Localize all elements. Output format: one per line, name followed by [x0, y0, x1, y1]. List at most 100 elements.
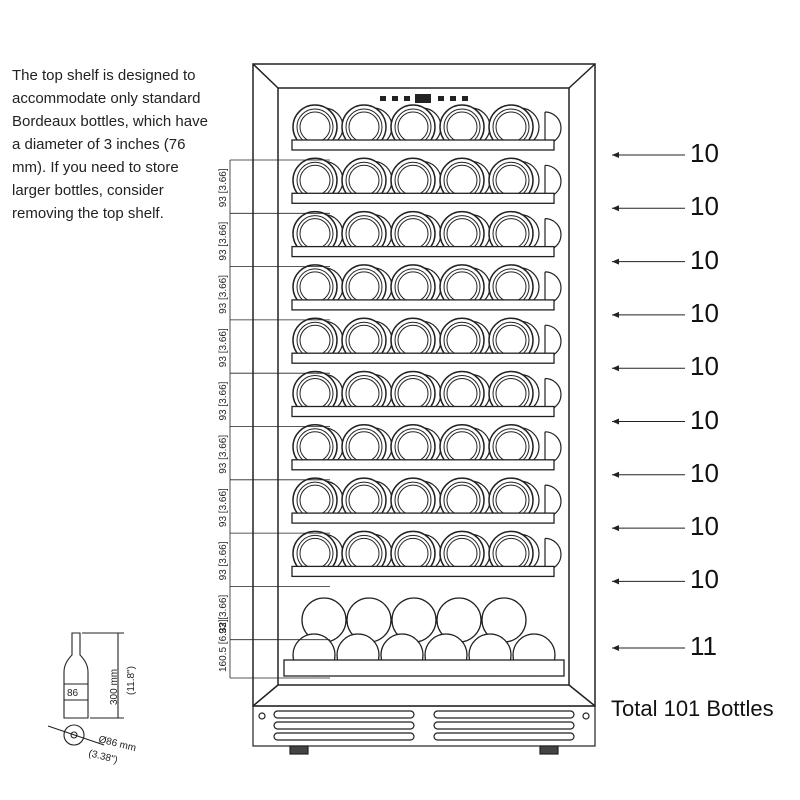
grille-frame [252, 705, 596, 747]
shelf-rail [291, 565, 555, 578]
shelf [291, 530, 562, 578]
control-button-1 [380, 96, 386, 101]
bottle-end [439, 157, 491, 204]
foot-right [539, 745, 559, 755]
count-arrows [612, 152, 685, 651]
count-arrow-head [612, 471, 619, 478]
bottle-end [488, 157, 540, 204]
grille-slot-l3 [273, 732, 415, 741]
bottle-end [488, 477, 540, 523]
shelf [291, 424, 562, 471]
control-button-3 [404, 96, 410, 101]
shelf-count: 10 [690, 191, 719, 222]
foot-left [289, 745, 309, 755]
frame-corner-tl [252, 63, 279, 89]
grille-screw-right [582, 712, 590, 720]
control-button-4 [438, 96, 444, 101]
bottle-end [488, 530, 540, 577]
bottle-end [488, 424, 540, 470]
shelf-count: 10 [690, 244, 719, 275]
shelves [291, 104, 562, 578]
frame-corner-br [568, 684, 596, 707]
shelf-dimension-label: 93 [3.66] [218, 275, 229, 314]
grille-slot-l1 [273, 710, 415, 719]
shelf-count: 10 [690, 457, 719, 488]
shelf [291, 210, 562, 258]
bottle-end [292, 157, 344, 204]
bottle-end [390, 370, 442, 417]
bottle-end [544, 218, 562, 252]
top-shelf-note: The top shelf is designed to accommodate… [12, 67, 208, 222]
control-panel [380, 94, 468, 103]
bottle-end [488, 104, 540, 150]
count-arrow-head [612, 258, 619, 265]
shelf-count: 10 [690, 564, 719, 595]
temperature-display [415, 94, 431, 103]
shelf-count: 10 [690, 138, 719, 168]
shelf [291, 477, 562, 524]
shelf-rail [291, 139, 555, 151]
shelf-count: 10 [690, 351, 719, 382]
bottle-end [544, 111, 562, 145]
bottle-end [292, 104, 344, 150]
shelf-count: 10 [690, 404, 719, 435]
count-arrow-head [612, 152, 619, 158]
grille-screw-left [258, 712, 266, 720]
bottle-end [544, 431, 562, 465]
shelf [291, 317, 562, 364]
bottle-height-mm: 300 mm [109, 669, 120, 705]
bottle-end [341, 104, 393, 150]
bottle-end [390, 157, 442, 204]
shelf-dimension-label: 93 [3.66] [218, 435, 229, 474]
bottle-label-text: 86 [67, 688, 79, 699]
count-arrow-head [612, 418, 619, 425]
frame-corner-tr [568, 63, 596, 89]
bottle-end [544, 484, 562, 518]
count-arrow-head [612, 205, 619, 212]
bottle-end [488, 370, 540, 417]
grille-slot-r3 [433, 732, 575, 741]
bottle-end [292, 264, 344, 310]
bottle-diameter-line [47, 725, 105, 746]
frame-corner-bl [252, 684, 279, 707]
base-grille [252, 705, 596, 755]
control-button-2 [392, 96, 398, 101]
dimension-lines: 93 [3.66] 93 [3.66] 93 [3.66] 93 [3.66] 93 [… [218, 159, 330, 679]
bottle-end [439, 424, 491, 470]
bottle-end [544, 537, 562, 571]
shelf-dimension-label: 93 [3.66] [218, 488, 229, 527]
bottle-reference [47, 632, 124, 746]
shelf-rail [291, 512, 555, 524]
bottle-end [544, 324, 562, 358]
shelf-dimension-label: 93 [3.66] [218, 595, 229, 634]
shelf-rail [291, 352, 555, 364]
bottom-dimension-label: 160.5 [6.32] [218, 619, 229, 672]
bottle-end [341, 477, 393, 523]
bottle-end [390, 317, 442, 363]
bottle-end [390, 530, 442, 577]
shelf [291, 264, 562, 311]
bottle-end [544, 271, 562, 305]
shelf-dimension-label: 93 [3.66] [218, 328, 229, 367]
bottle-end [439, 264, 491, 310]
count-arrow-head [612, 645, 619, 651]
bottle-end [341, 530, 393, 577]
bottle-end [544, 377, 562, 412]
shelf-dimension-label: 93 [3.66] [218, 168, 229, 207]
shelf [291, 104, 562, 151]
shelf [291, 370, 562, 418]
bottle-end [544, 164, 562, 198]
count-arrow-head [612, 525, 619, 532]
shelf-dimension-label: 93 [3.66] [218, 541, 229, 580]
grille-slot-r2 [433, 721, 575, 730]
bottle-end [341, 317, 393, 363]
bottle-height-in: (11.8") [126, 666, 137, 695]
shelf [291, 157, 562, 204]
shelf-rail [291, 299, 555, 311]
bottom-bottles [283, 597, 565, 677]
bottle-outline [63, 632, 89, 719]
control-button-6 [462, 96, 468, 101]
grille-slot-r1 [433, 710, 575, 719]
bottle-diameter-in: (3.38") [87, 748, 118, 766]
